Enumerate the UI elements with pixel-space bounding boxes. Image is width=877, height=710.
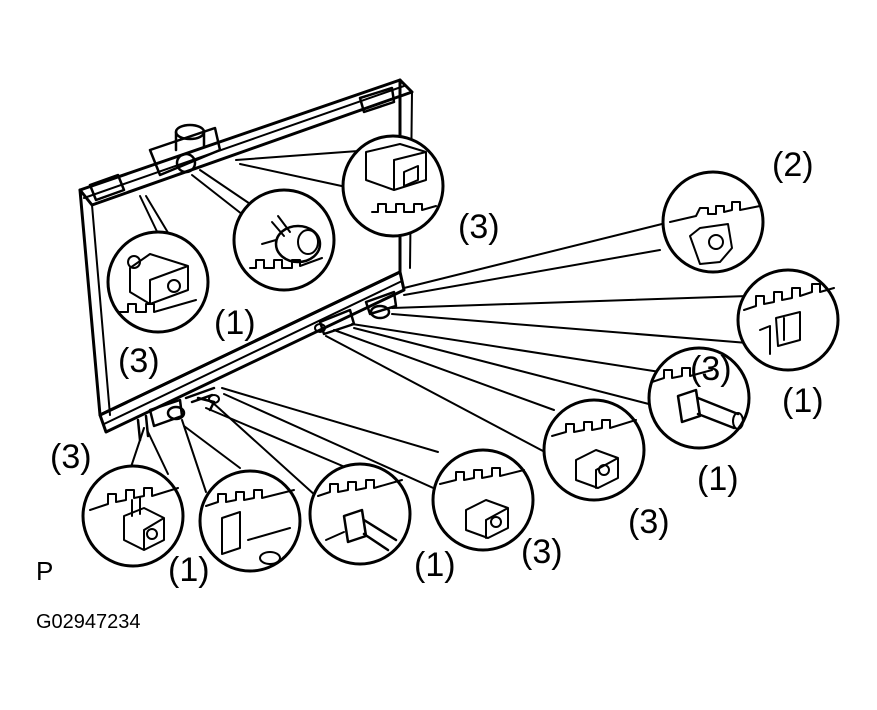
radiator-bottom-tank bbox=[98, 270, 406, 434]
callout-label: (3) bbox=[118, 342, 160, 380]
callout-label: (3) bbox=[458, 208, 500, 246]
detail-clip-middle bbox=[431, 448, 535, 552]
radiator-cap bbox=[148, 123, 222, 177]
callout-label: (1) bbox=[782, 382, 824, 420]
detail-hose-lower bbox=[308, 462, 412, 566]
detail-bracket-right-second bbox=[736, 268, 840, 372]
callout-label: (3) bbox=[690, 350, 732, 388]
detail-circles bbox=[81, 134, 840, 573]
figure-code: G02947234 bbox=[36, 611, 141, 633]
detail-clip-middle-right bbox=[542, 398, 646, 502]
callout-label: (1) bbox=[697, 460, 739, 498]
callout-label: (1) bbox=[214, 304, 256, 342]
callout-label: (3) bbox=[628, 503, 670, 541]
detail-hose-right bbox=[647, 346, 751, 450]
callout-label: (3) bbox=[521, 533, 563, 571]
detail-clip-upper-right bbox=[341, 134, 445, 238]
callout-label: (1) bbox=[168, 551, 210, 589]
detail-clip-bottom-left bbox=[81, 464, 185, 568]
callout-label: (2) bbox=[772, 146, 814, 184]
detail-clip-upper-left bbox=[106, 230, 210, 334]
detail-bracket-right-top bbox=[661, 170, 765, 274]
callout-label: (1) bbox=[414, 546, 456, 584]
view-label: P bbox=[36, 556, 53, 586]
detail-bracket-lower-left bbox=[198, 469, 302, 573]
radiator bbox=[78, 78, 414, 442]
detail-outlet-upper bbox=[232, 188, 336, 292]
callout-labels: (3) (1) (3) (2) (3) (1) (3) (1) (3) (3) … bbox=[50, 146, 824, 589]
callout-label: (3) bbox=[50, 438, 92, 476]
